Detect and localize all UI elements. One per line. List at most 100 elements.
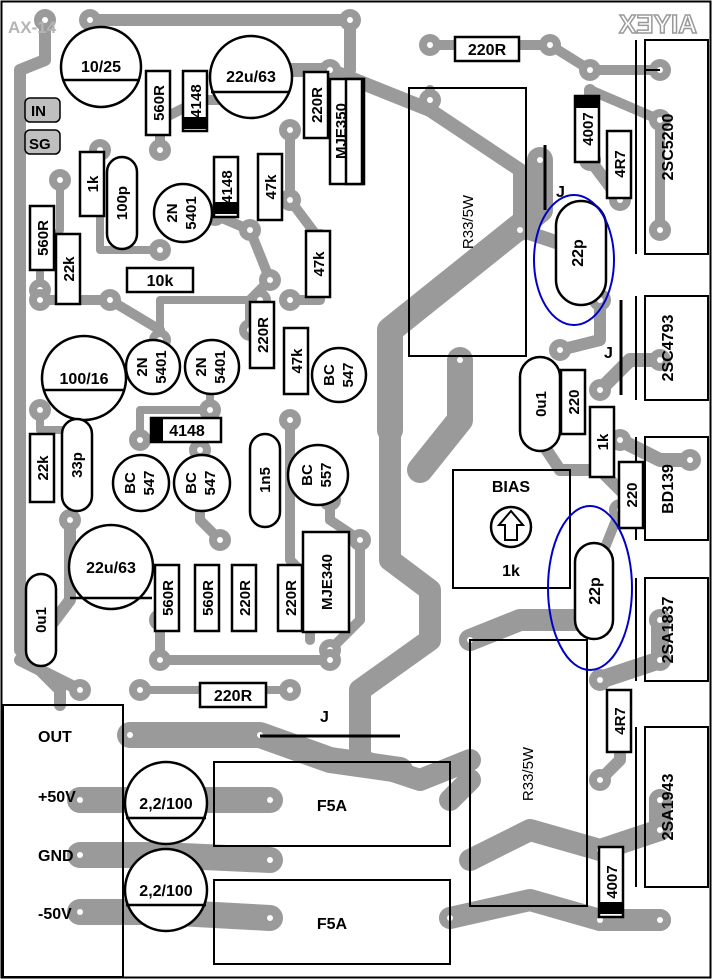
q-2n5401-b-line1: 2N	[134, 357, 151, 376]
r220-plain-a-label: 220	[566, 389, 583, 414]
drill-hole	[287, 197, 293, 203]
r4r7-a-label: 4R7	[612, 150, 629, 178]
drill-hole	[67, 517, 73, 523]
drill-hole	[427, 42, 433, 48]
bd139-label: BD139	[660, 464, 677, 514]
d4148-c-label: 4148	[169, 423, 205, 440]
2sa1837-label: 2SA1837	[660, 597, 677, 664]
in-label: IN	[31, 103, 46, 120]
r4r7-b-label: 4R7	[612, 707, 629, 735]
jumper-a-label: J	[556, 184, 565, 201]
resistor-r33-a-body	[408, 87, 527, 357]
drill-hole	[587, 67, 593, 73]
r47k-a-label: 47k	[263, 174, 280, 200]
c100p-label: 100p	[114, 186, 131, 220]
drill-hole	[77, 852, 83, 858]
input-pad-sg	[24, 129, 61, 155]
resistor-r33-b-body	[469, 639, 588, 907]
q-2n5401-b-line2: 5401	[153, 350, 170, 383]
cap-22u63-b-label: 22u/63	[86, 560, 136, 577]
drill-hole	[597, 387, 603, 393]
q-bc547-c-line2: 547	[202, 470, 219, 495]
r220-plain-b-label: 220	[624, 482, 641, 507]
fuse-b-label: F5A	[317, 916, 348, 933]
transistor-bd139-body	[644, 436, 709, 541]
c0u1-b-label: 0u1	[533, 391, 550, 417]
q-2n5401-a-line1: 2N	[164, 203, 181, 222]
drill-hole	[287, 417, 293, 423]
drill-hole	[77, 687, 83, 693]
r22k-b-label: 22k	[35, 455, 52, 481]
drill-hole	[427, 97, 433, 103]
q-bc557-line1: BC	[299, 464, 316, 486]
drill-hole	[37, 297, 43, 303]
drill-hole	[137, 687, 143, 693]
r220-d-label: 220R	[283, 580, 300, 616]
drill-hole	[327, 657, 333, 663]
r22k-a-label: 22k	[61, 256, 78, 282]
gnd-label: GND	[38, 848, 74, 865]
r560-b-label: 560R	[35, 220, 52, 256]
bias-value-label: 1k	[502, 563, 520, 580]
connector-block	[2, 704, 124, 978]
drill-hole	[547, 42, 553, 48]
c22p-b-label: 22p	[587, 577, 604, 605]
transistor-mje350-tab	[344, 77, 364, 186]
cap-2-2-a-label: 2,2/100	[139, 796, 192, 813]
cap-22u63-a-label: 22u/63	[226, 69, 276, 86]
drill-hole	[197, 447, 203, 453]
drill-hole	[137, 437, 143, 443]
transistor-2sc4793-body	[644, 295, 709, 401]
r47k-b-label: 47k	[311, 251, 328, 277]
drill-hole	[687, 457, 693, 463]
mje340-label: MJE340	[319, 554, 336, 610]
highlight-ring-22p-a	[533, 194, 615, 326]
c0u1-a-label: 0u1	[33, 607, 50, 633]
drill-hole	[287, 127, 293, 133]
r560-d-label: 560R	[200, 580, 217, 616]
brand-logo-mirrored: AIYEX	[618, 9, 697, 39]
drill-hole	[287, 687, 293, 693]
r10k-label: 10k	[147, 273, 174, 290]
drill-hole	[537, 157, 543, 163]
drill-hole	[517, 227, 523, 233]
r220-b-label: 220R	[255, 317, 272, 353]
q-bc547-b-line2: 547	[141, 470, 158, 495]
drill-hole	[597, 677, 603, 683]
2sa1943-label: 2SA1943	[660, 774, 677, 841]
q-2n5401-c-line1: 2N	[193, 357, 210, 376]
c1n5-label: 1n5	[257, 467, 274, 493]
r560-a-label: 560R	[151, 85, 168, 121]
minus50v-label: -50V	[38, 906, 72, 923]
q-bc557-line2: 557	[318, 462, 335, 487]
drill-hole	[267, 277, 273, 283]
r1k-b-label: 1k	[595, 433, 612, 450]
r220-top-label: 220R	[468, 42, 507, 59]
drill-hole	[347, 17, 353, 23]
q-bc547-c-line1: BC	[183, 472, 200, 494]
highlight-ring-22p-b	[547, 505, 633, 671]
drill-hole	[287, 297, 293, 303]
transistor-2sa1837-body	[644, 577, 709, 682]
drill-hole	[157, 147, 163, 153]
drill-hole	[597, 777, 603, 783]
r220-a-label: 220R	[309, 87, 326, 123]
drill-hole	[37, 407, 43, 413]
drill-hole	[207, 407, 213, 413]
r220-c-label: 220R	[237, 580, 254, 616]
drill-hole	[77, 909, 83, 915]
drill-hole	[157, 657, 163, 663]
drill-hole	[42, 17, 48, 23]
drill-hole	[617, 437, 623, 443]
drill-hole	[657, 827, 663, 833]
drill-hole	[87, 17, 93, 23]
drill-hole	[657, 227, 663, 233]
2sc4793-label: 2SC4793	[660, 315, 677, 382]
electrolytic-capacitors	[40, 25, 294, 933]
r33-a-label: R33/5W	[460, 194, 477, 249]
drill-hole	[217, 537, 223, 543]
q-bc547-a-line1: BC	[321, 364, 338, 386]
labels: AX-14 AIYEX IN SG 10/25 22u/63 100/16 22…	[8, 8, 698, 933]
drill-hole	[77, 797, 83, 803]
fuse-a-label: F5A	[317, 798, 348, 815]
